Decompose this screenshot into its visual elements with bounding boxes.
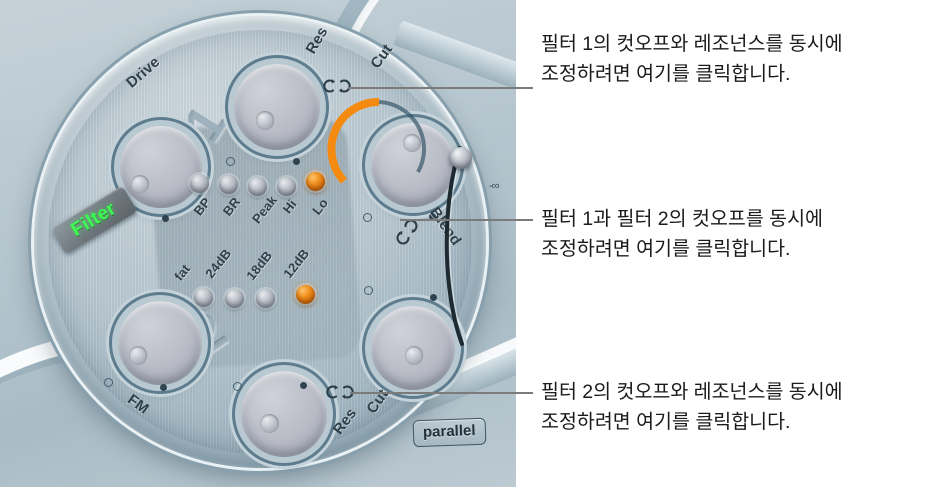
filter-mode-button-peak[interactable] — [248, 177, 267, 196]
filter-mode-button-lo[interactable] — [306, 172, 325, 191]
resonance-2-min-tick — [233, 382, 242, 391]
slope-button-12db[interactable] — [296, 285, 315, 304]
resonance-1-min-tick — [226, 157, 235, 166]
resonance-1-knob-indicator — [255, 111, 275, 131]
resonance-1-knob[interactable] — [234, 64, 320, 150]
slope-button-18db[interactable] — [256, 289, 275, 308]
resonance-2-knob-indicator — [259, 414, 279, 433]
slope-button-24db[interactable] — [225, 289, 244, 308]
callout-leader-1 — [348, 87, 533, 89]
cutoff-1-min-tick — [363, 213, 372, 222]
cutoff-2-knob-indicator — [404, 346, 424, 365]
cutoff-2-knob[interactable] — [371, 306, 455, 390]
cutoff-1-2-link-icon[interactable] — [390, 214, 423, 250]
resonance-2-knob[interactable] — [241, 371, 327, 457]
drive-knob[interactable] — [120, 126, 202, 208]
callout-text-cutoff-resonance-1: 필터 1의 컷오프와 레조넌스를 동시에 조정하려면 여기를 클릭합니다. — [541, 33, 843, 85]
resonance-2-max-tick — [300, 382, 307, 389]
blend-scale-marks: -∞ — [489, 180, 499, 192]
slope-button-fat[interactable] — [194, 288, 213, 307]
filter-dial: 1 2 — [34, 16, 486, 468]
cutoff-1-knob-indicator — [402, 133, 422, 153]
resonance-1-max-tick — [293, 158, 300, 165]
callout-text-cutoff-1-and-2: 필터 1과 필터 2의 컷오프를 동시에 조정하려면 여기를 클릭합니다. — [541, 208, 823, 260]
filter-panel-image: 1 2 — [0, 0, 516, 487]
filter-mode-button-br[interactable] — [219, 175, 238, 194]
blend-slider-handle[interactable] — [450, 147, 472, 169]
filter-mode-button-bp[interactable] — [190, 174, 209, 193]
routing-mode-label: parallel — [422, 422, 476, 441]
callout-text-cutoff-resonance-2: 필터 2의 컷오프와 레조넌스를 동시에 조정하려면 여기를 클릭합니다. — [541, 381, 843, 433]
routing-mode-button[interactable]: parallel — [412, 417, 486, 448]
fm-knob[interactable] — [118, 301, 202, 385]
callout-leader-2 — [400, 219, 533, 221]
cutoff-2-min-tick — [364, 286, 373, 295]
cutoff-1-max-tick — [429, 213, 436, 220]
filter-mode-button-hi[interactable] — [277, 177, 296, 196]
fm-knob-min-tick — [104, 378, 113, 387]
cutoff-2-max-tick — [430, 294, 437, 301]
cutoff-resonance-1-link-icon[interactable] — [322, 76, 352, 96]
cutoff-1-knob[interactable] — [371, 123, 455, 207]
fm-knob-indicator — [128, 346, 148, 365]
drive-knob-indicator — [130, 175, 149, 194]
fm-knob-max-tick — [160, 384, 167, 391]
callout-leader-3 — [350, 392, 533, 394]
drive-knob-max-tick — [162, 215, 169, 222]
